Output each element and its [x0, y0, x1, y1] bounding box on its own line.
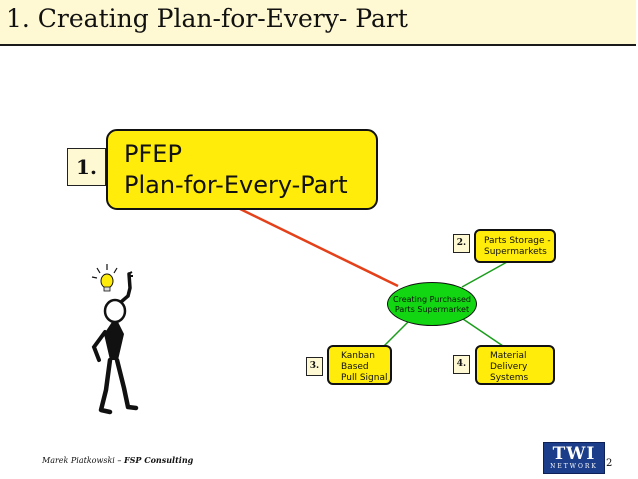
connector-center-to-storage	[461, 261, 508, 288]
kanban-node-line3: Pull Signal	[341, 373, 388, 383]
storage-node-line1: Parts Storage -	[484, 236, 551, 246]
step-number-2: 2.	[453, 234, 470, 253]
storage-node-line2: Supermarkets	[484, 247, 547, 257]
material-node: Material Delivery Systems	[475, 345, 555, 385]
center-node: Creating Purchased Parts Supermarket	[387, 282, 477, 326]
center-node-line1: Creating Purchased	[393, 295, 471, 304]
connector-center-to-kanban	[383, 321, 409, 347]
pfep-box: PFEP Plan-for-Every-Part	[106, 129, 378, 210]
twi-network-logo: TWI NETWORK	[543, 442, 605, 474]
pfep-full-name: Plan-for-Every-Part	[124, 171, 348, 199]
stick-figure-with-lightbulb-icon	[91, 264, 139, 415]
step-number-3: 3.	[306, 357, 323, 376]
material-node-line3: Systems	[490, 373, 529, 383]
author-name: Marek Piatkowski –	[42, 456, 124, 465]
pfep-acronym: PFEP	[124, 140, 182, 168]
footer-author: Marek Piatkowski – FSP Consulting	[42, 455, 193, 465]
company-name: FSP Consulting	[123, 455, 194, 465]
kanban-node-line2: Based	[341, 362, 369, 372]
step-number-1: 1.	[67, 148, 106, 186]
kanban-node: Kanban Based Pull Signal	[327, 345, 392, 385]
center-node-line2: Parts Supermarket	[394, 305, 470, 314]
material-node-line2: Delivery	[490, 362, 528, 372]
kanban-node-line1: Kanban	[341, 351, 375, 361]
page-number: 2	[606, 458, 613, 469]
step-number-4: 4.	[453, 355, 470, 374]
logo-main-text: TWI	[552, 444, 596, 464]
storage-node: Parts Storage - Supermarkets	[474, 229, 556, 263]
logo-sub-text: NETWORK	[550, 463, 598, 470]
connector-pfep-to-center	[235, 205, 399, 288]
title-bar: 1. Creating Plan-for-Every- Part	[0, 0, 636, 46]
material-node-line1: Material	[490, 351, 527, 361]
slide-title: 1. Creating Plan-for-Every- Part	[6, 4, 408, 33]
connector-center-to-material	[462, 318, 504, 347]
